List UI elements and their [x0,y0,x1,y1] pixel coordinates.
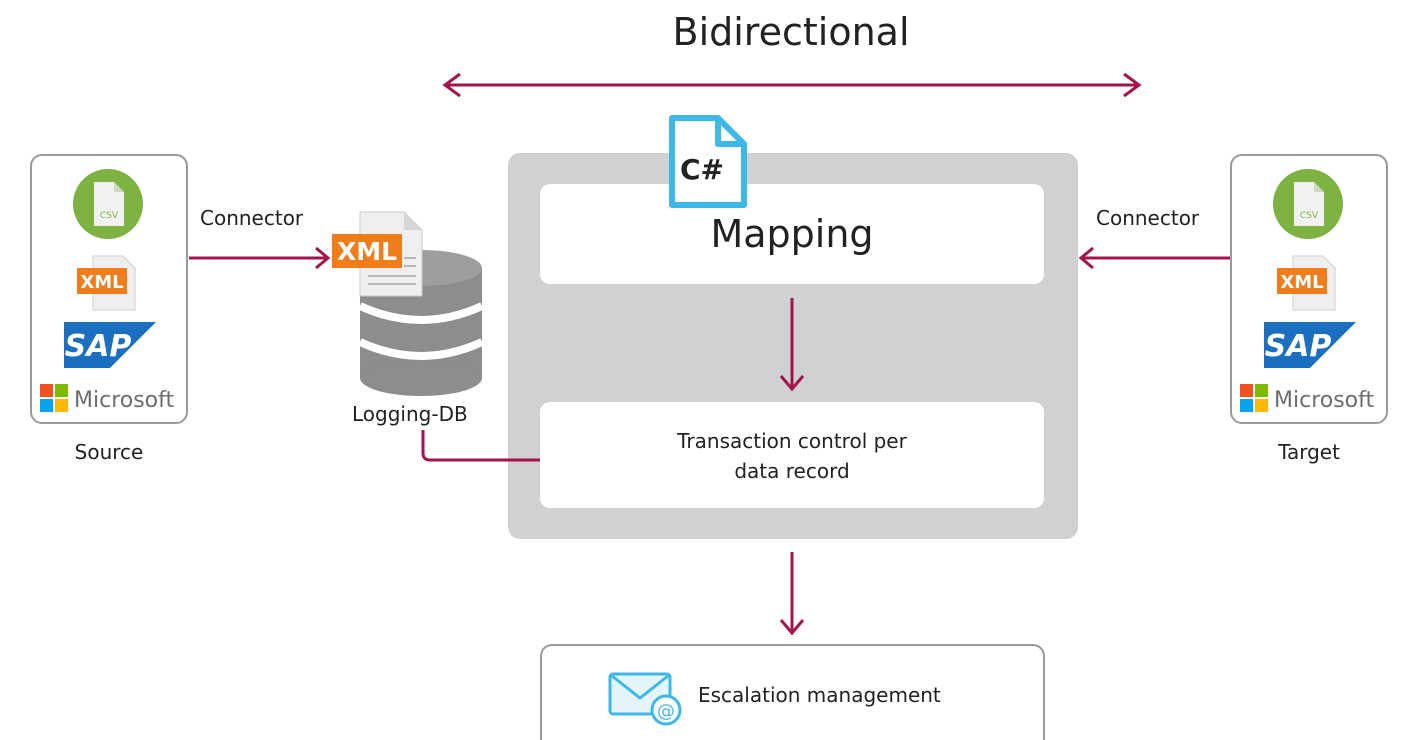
svg-text:CSV: CSV [100,211,119,221]
logging-db-caption: Logging-DB [352,402,468,426]
source-connector-label: Connector [200,206,304,230]
sap-logo-icon: SAP [64,322,156,372]
svg-text:XML: XML [337,237,397,266]
mapping-label: Mapping [710,212,874,256]
microsoft-logo-icon: Microsoft [40,382,188,418]
sap-logo-icon: SAP [1264,322,1356,372]
xml-file-icon-logging: XML [332,210,428,302]
svg-text:SAP: SAP [1265,329,1332,364]
mapping-box [540,184,1044,284]
transaction-label-line1: Transaction control per [677,429,907,453]
csharp-file-icon: C# [666,115,748,213]
transaction-control-box [540,402,1044,508]
transaction-label-line2: data record [734,459,850,483]
svg-text:Microsoft: Microsoft [74,388,174,413]
diagram-title: Bidirectional [672,10,910,54]
svg-text:C#: C# [680,153,724,186]
csv-file-icon: CSV [1272,168,1344,244]
svg-text:SAP: SAP [65,329,132,364]
svg-text:CSV: CSV [1300,211,1319,221]
escalation-label: Escalation management [698,683,941,707]
email-icon: @ [608,672,684,732]
source-system-box: CSV XML SAP Microsoft [30,154,188,424]
svg-text:Microsoft: Microsoft [1274,388,1374,413]
xml-file-icon: XML [77,254,141,316]
source-caption: Source [74,440,144,464]
svg-text:XML: XML [80,272,123,293]
target-system-box: CSV XML SAP Microsoft [1230,154,1388,424]
svg-text:XML: XML [1280,272,1323,293]
svg-text:@: @ [657,701,675,722]
target-caption: Target [1278,440,1340,464]
target-connector-label: Connector [1096,206,1200,230]
microsoft-logo-icon: Microsoft [1240,382,1388,418]
csv-file-icon: CSV [72,168,144,244]
xml-file-icon: XML [1277,254,1341,316]
